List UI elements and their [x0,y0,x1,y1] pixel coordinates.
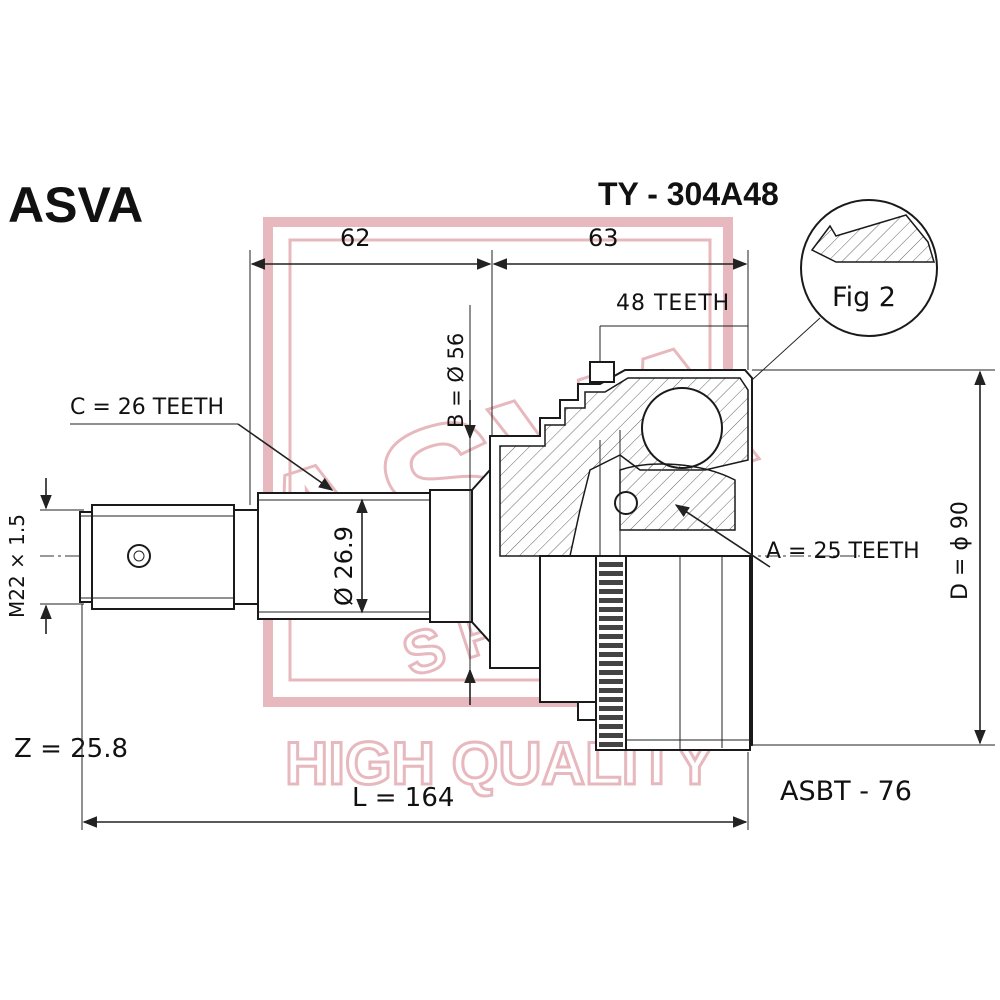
dim-d-label: D = ϕ 90 [948,501,973,600]
inner-race-section [619,463,736,531]
detail-circle [800,199,938,337]
abs-tooth [599,580,623,585]
dim-l: L = 164 [81,604,749,830]
abs-teeth-callout: 48 TEETH [589,291,748,383]
detail-section-hatch [810,214,936,263]
dim-b: B = Ø 56 [444,305,476,705]
thread-body [91,504,235,610]
stub-step [233,509,259,605]
dim-thread-label: M22 × 1.5 [5,514,29,618]
part-number: TY - 304A48 [598,176,779,212]
dim-l-label: L = 164 [352,783,454,813]
dim-shaft-label: Ø 26.9 [330,526,358,606]
shaft-neck [471,467,491,645]
abs-tooth [599,688,623,693]
abs-teeth-label: 48 TEETH [616,291,730,316]
dim-label-62: 62 [340,224,371,252]
abs-tooth [599,715,623,720]
detail-leader [751,317,821,381]
dim-label-63: 63 [588,224,619,252]
abs-tooth [599,562,623,567]
dim-b-label: B = Ø 56 [444,333,468,428]
cotter-pin-hole-inner [133,550,145,562]
abs-tooth [599,670,623,675]
inner-spline-leader [674,504,771,568]
dim-top: 62 63 [249,224,749,505]
abs-tooth [599,724,623,729]
abs-tooth [599,625,623,630]
abs-teeth [599,562,623,747]
cotter-pin-hole [127,544,151,568]
shaft-collar [429,489,473,623]
abs-tooth [599,661,623,666]
abs-tooth [599,571,623,576]
abs-tooth-detail [589,361,615,383]
threaded-stub [79,504,259,610]
abs-tooth [599,607,623,612]
abs-tooth [599,652,623,657]
housing-lower-outer [625,555,751,751]
ball [641,387,723,469]
housing-lower-block [539,555,597,703]
abs-tooth [599,706,623,711]
dim-shaft: Ø 26.9 [330,498,368,614]
abs-tooth [599,733,623,738]
dim-thread: M22 × 1.5 [5,478,84,634]
abs-tooth [599,697,623,702]
dim-d: D = ϕ 90 [752,369,995,746]
outer-spline-callout: C = 26 TEETH [70,395,334,491]
abs-tooth [599,742,623,747]
abs-tooth [599,616,623,621]
cage-pin [614,491,638,515]
thread-end [79,511,93,603]
outer-spline-label: C = 26 TEETH [70,395,224,420]
abs-tooth [599,634,623,639]
inner-spline-label: A = 25 TEETH [766,539,920,564]
spline-section [257,492,431,620]
abs-tooth [599,643,623,648]
abs-tooth [599,589,623,594]
outer-spline-leader [237,423,334,491]
detail-label: Fig 2 [832,282,896,313]
reference-code: ASBT - 76 [780,776,912,807]
inner-spline-callout: A = 25 TEETH [674,504,920,568]
abs-tooth [599,598,623,603]
splined-shaft [257,467,491,645]
housing [489,369,753,751]
z-label: Z = 25.8 [14,734,128,764]
abs-tooth [599,679,623,684]
detail-fig-2: Fig 2 [751,199,938,381]
brand-title: ASVA [8,177,143,233]
